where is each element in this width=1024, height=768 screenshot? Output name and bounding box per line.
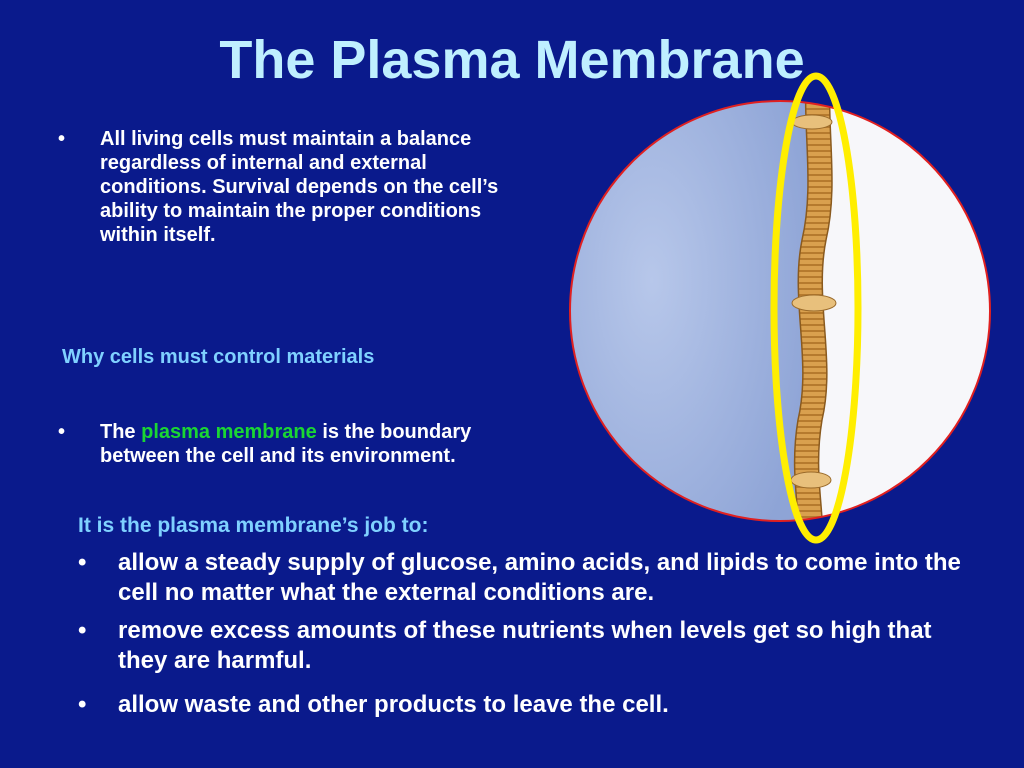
job-bullet-list: • allow a steady supply of glucose, amin… bbox=[78, 548, 978, 720]
bullet-dot: • bbox=[78, 549, 87, 576]
cell-body bbox=[570, 101, 990, 521]
bullet-dot: • bbox=[78, 691, 87, 718]
job-bullet: • allow waste and other products to leav… bbox=[78, 690, 978, 720]
slide-title: The Plasma Membrane bbox=[219, 30, 805, 90]
boundary-bullet: • The plasma membrane is the boundary be… bbox=[58, 420, 528, 468]
job-heading: It is the plasma membrane’s job to: bbox=[78, 514, 429, 537]
membrane-protein bbox=[790, 471, 832, 489]
job-bullet-text: allow a steady supply of glucose, amino … bbox=[118, 549, 961, 606]
job-bullet-text: remove excess amounts of these nutrients… bbox=[118, 617, 932, 674]
membrane-protein bbox=[791, 294, 837, 312]
why-heading: Why cells must control materials bbox=[62, 346, 375, 368]
cell-outline bbox=[569, 100, 991, 522]
intro-bullet-text: All living cells must maintain a balance… bbox=[100, 128, 499, 246]
intro-bullet: • All living cells must maintain a balan… bbox=[58, 127, 528, 247]
bullet-dot: • bbox=[58, 421, 66, 443]
job-bullet-text: allow waste and other products to leave … bbox=[118, 691, 669, 718]
boundary-suffix: is the boundary between the cell and its… bbox=[100, 421, 472, 467]
plasma-membrane-highlight: plasma membrane bbox=[141, 421, 317, 443]
highlight-ring bbox=[770, 72, 862, 544]
boundary-bullet-list: • The plasma membrane is the boundary be… bbox=[58, 420, 528, 468]
job-bullet: • allow a steady supply of glucose, amin… bbox=[78, 548, 978, 608]
bullet-dot: • bbox=[58, 128, 66, 150]
bullet-dot: • bbox=[78, 617, 87, 644]
boundary-prefix: The bbox=[100, 421, 142, 443]
cell-membrane-illustration bbox=[569, 72, 991, 544]
job-bullet: • remove excess amounts of these nutrien… bbox=[78, 616, 978, 676]
intro-bullet-list: • All living cells must maintain a balan… bbox=[58, 127, 528, 247]
extracellular-region bbox=[570, 101, 808, 521]
membrane-protein bbox=[791, 114, 833, 130]
